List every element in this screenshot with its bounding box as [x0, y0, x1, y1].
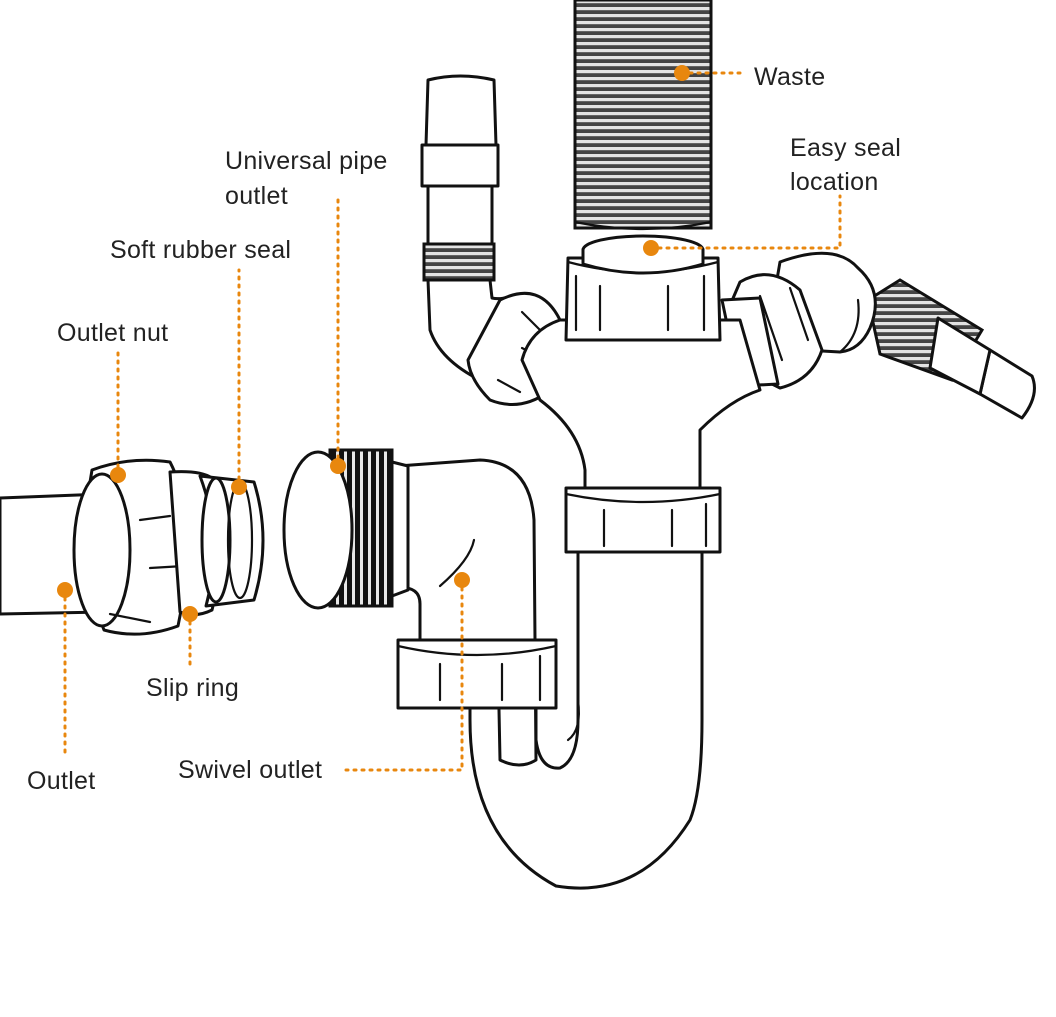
label-soft-rubber-seal: Soft rubber seal	[110, 236, 291, 264]
label-universal-pipe-line2: outlet	[225, 182, 288, 210]
soft-rubber-seal-part	[198, 474, 265, 608]
label-outlet-nut: Outlet nut	[57, 319, 168, 347]
label-slip-ring: Slip ring	[146, 674, 239, 702]
outlet-assembly	[0, 458, 265, 636]
u-bend	[468, 550, 704, 890]
swivel-outlet-elbow	[282, 448, 558, 767]
outlet-marker	[57, 582, 73, 598]
callout-lines	[63, 71, 842, 772]
outlet-nut-part	[72, 458, 189, 636]
tee-body	[520, 234, 762, 554]
label-waste: Waste	[754, 63, 825, 91]
side-branch-left	[420, 74, 566, 406]
side-branch-right	[720, 251, 1036, 420]
label-outlet: Outlet	[27, 767, 96, 795]
label-easy-seal-line1: Easy seal	[790, 134, 901, 162]
label-easy-seal-line2: location	[790, 168, 879, 196]
waste-marker	[674, 65, 690, 81]
slip-ring-marker	[182, 606, 198, 622]
outlet-nut-marker	[110, 467, 126, 483]
swivel-outlet-marker	[454, 572, 470, 588]
callout-dots	[57, 65, 690, 622]
label-swivel-outlet: Swivel outlet	[178, 756, 322, 784]
easy-seal-marker	[643, 240, 659, 256]
labels: Waste Easy seal location Universal pipe …	[27, 63, 901, 795]
trap-assembly	[282, 0, 1036, 890]
waste-pipe	[573, 0, 713, 231]
label-universal-pipe-line1: Universal pipe	[225, 147, 388, 175]
universal-pipe-outlet-marker	[330, 458, 346, 474]
soft-rubber-seal-marker	[231, 479, 247, 495]
